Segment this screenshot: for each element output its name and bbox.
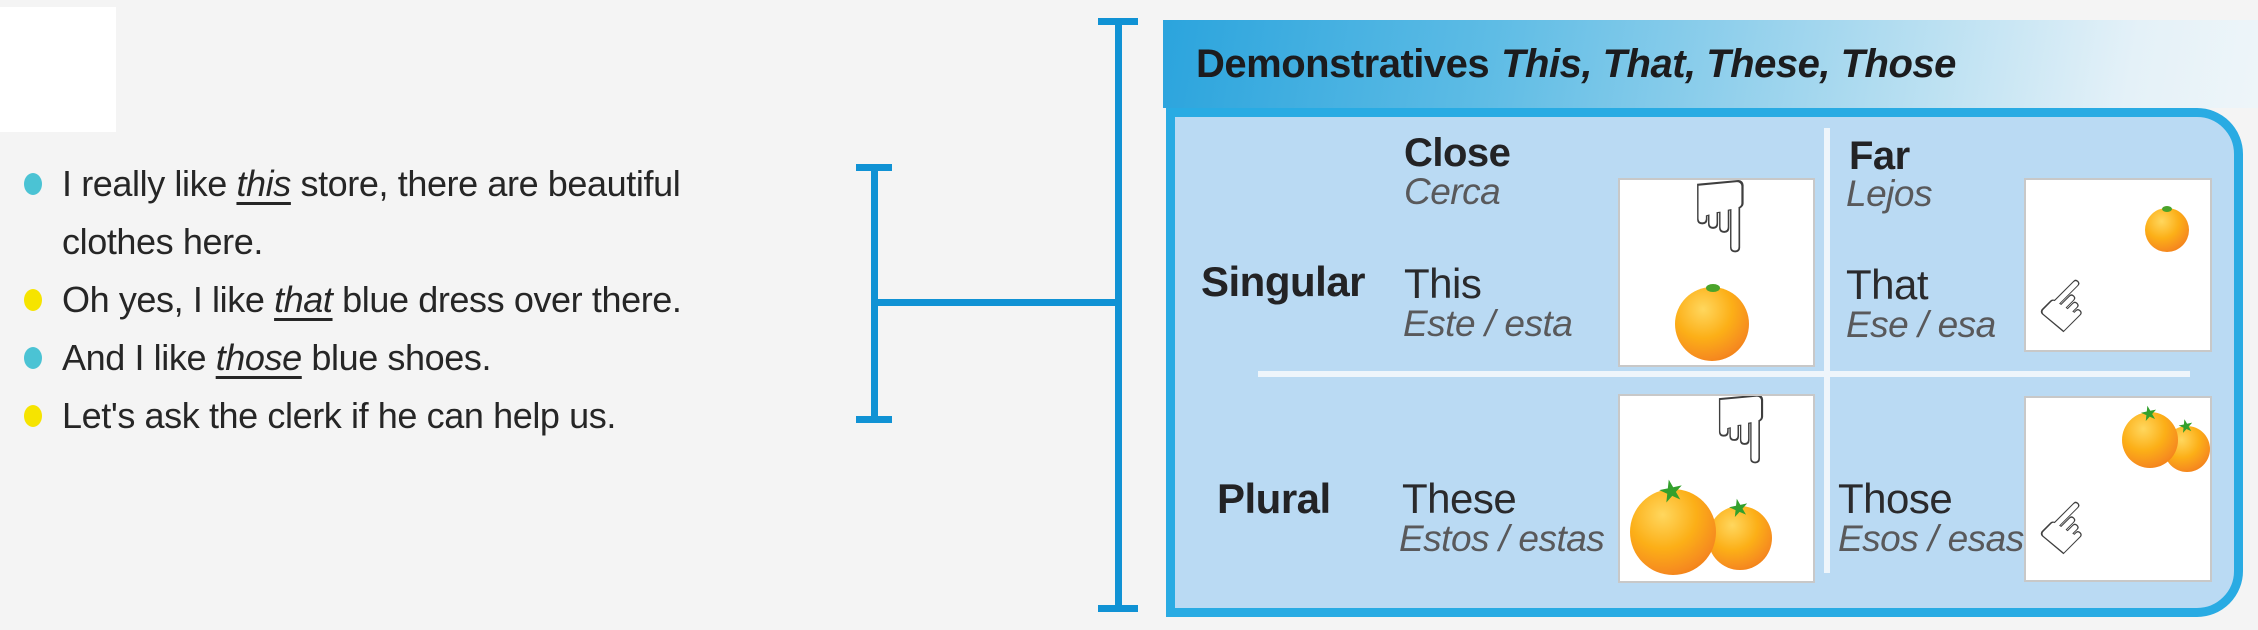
cell-these-spanish: Estos / estas — [1399, 518, 1605, 559]
column-header-far-spanish: Lejos — [1846, 173, 1932, 214]
bracket-small-bottom-cap — [856, 416, 892, 423]
list-item: Let's ask the clerk if he can help us. — [14, 387, 872, 445]
list-item: And I like those blue shoes. — [14, 329, 872, 387]
cell-those: Those — [1838, 475, 1953, 522]
bracket-tall-vertical-line — [1115, 20, 1122, 612]
sentence-1: I really like this store, there are beau… — [62, 163, 681, 262]
demonstratives-table: Close Cerca Far Lejos Singular Plural Th… — [1166, 108, 2243, 617]
demonstrative-word: those — [215, 337, 302, 378]
bullet-icon — [24, 173, 42, 195]
sentence-2: Oh yes, I like that blue dress over ther… — [62, 279, 682, 320]
hand-pointing-up-right-icon: ☞ — [2024, 256, 2118, 352]
column-header-close-spanish: Cerca — [1404, 171, 1501, 212]
table-title-bar: Demonstratives This, That, These, Those — [1163, 20, 2258, 108]
orange-icon: ★ — [1708, 492, 1772, 570]
list-item: I really like this store, there are beau… — [14, 155, 872, 271]
orange-leaf-star-icon: ★ — [1725, 492, 1753, 524]
column-divider — [1824, 128, 1830, 573]
row-divider — [1258, 371, 2190, 377]
demonstrative-word: this — [236, 163, 291, 204]
row-header-singular: Singular — [1201, 258, 1366, 305]
image-plural-far: ★ ★ ☞ — [2024, 396, 2212, 582]
bracket-connector-line — [871, 299, 1121, 306]
column-header-close: Close — [1404, 131, 1511, 175]
cell-that-spanish: Ese / esa — [1846, 304, 1996, 345]
sentence-4: Let's ask the clerk if he can help us. — [62, 395, 616, 436]
image-singular-close: ☟ — [1618, 178, 1815, 367]
column-header-far: Far — [1849, 134, 1910, 178]
orange-stem-icon — [2162, 206, 2172, 212]
cell-these: These — [1402, 475, 1517, 522]
bullet-icon — [24, 347, 42, 369]
bracket-small-vertical-line — [871, 166, 878, 423]
bullet-icon — [24, 289, 42, 311]
bracket-tall-top-cap — [1098, 18, 1138, 25]
cell-those-spanish: Esos / esas — [1838, 518, 2024, 559]
hand-pointing-down-icon: ☟ — [1690, 178, 1751, 276]
orange-icon — [1675, 284, 1749, 361]
bracket-small-top-cap — [856, 164, 892, 171]
blank-card — [0, 7, 116, 132]
hand-pointing-down-icon: ☟ — [1712, 394, 1770, 486]
hand-pointing-up-right-icon: ☞ — [2024, 478, 2118, 578]
cell-this: This — [1404, 260, 1482, 307]
orange-leaf-star-icon: ★ — [2175, 414, 2197, 439]
orange-leaf-star-icon: ★ — [1654, 471, 1689, 512]
sentence-3: And I like those blue shoes. — [62, 337, 492, 378]
bullet-icon — [24, 405, 42, 427]
orange-icon — [2145, 206, 2189, 252]
list-item: Oh yes, I like that blue dress over ther… — [14, 271, 872, 329]
orange-icon: ★ — [1630, 472, 1716, 575]
orange-leaf-star-icon: ★ — [2137, 399, 2161, 427]
cell-that: That — [1846, 261, 1929, 308]
table-title: Demonstratives — [1196, 41, 1490, 86]
table-title-words: This, That, These, Those — [1501, 41, 1956, 86]
orange-stem-icon — [1706, 284, 1720, 292]
image-plural-close: ☟ ★ ★ — [1618, 394, 1815, 583]
demonstrative-word: that — [274, 279, 333, 320]
orange-icon: ★ — [2122, 399, 2178, 468]
cell-this-spanish: Este / esta — [1403, 303, 1573, 344]
row-header-plural: Plural — [1217, 475, 1331, 522]
image-singular-far: ☞ — [2024, 178, 2212, 352]
bracket-tall-bottom-cap — [1098, 605, 1138, 612]
